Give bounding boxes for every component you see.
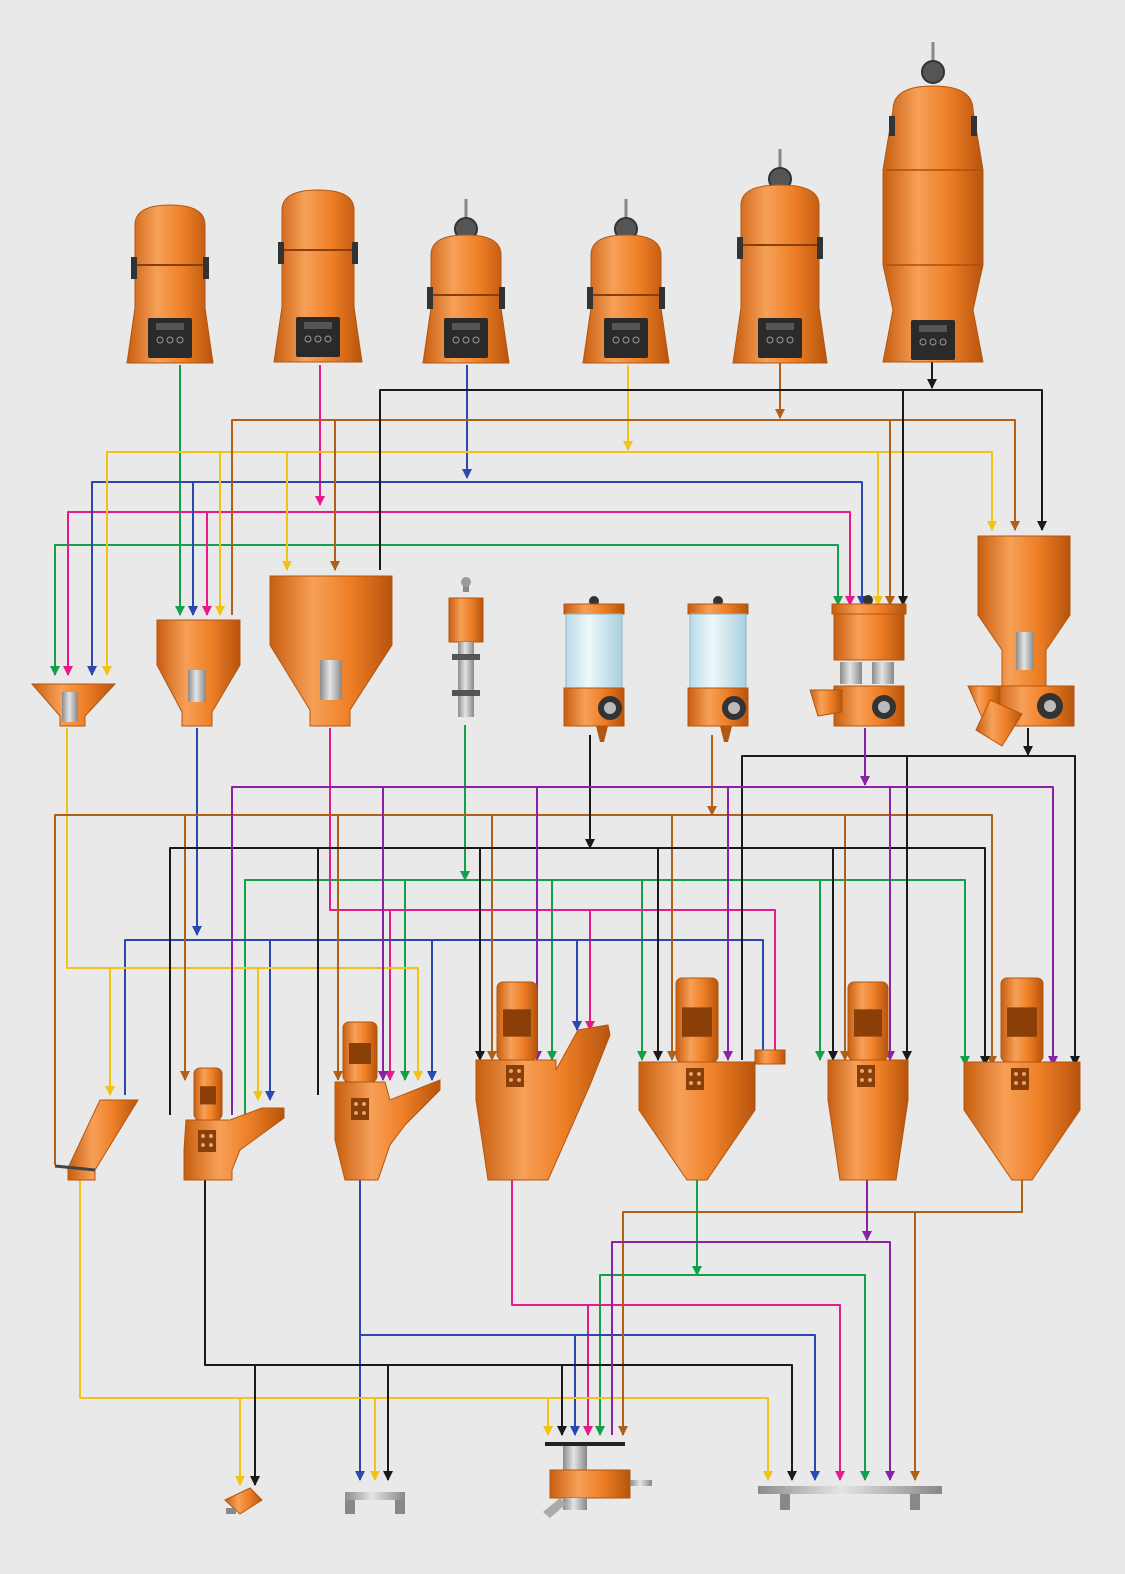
vacuum-loader-3 <box>422 199 510 364</box>
sight-glass-icon <box>62 692 78 722</box>
hopper-icon <box>833 613 905 661</box>
large-blender-2 <box>963 977 1081 1181</box>
green-line <box>50 365 970 1481</box>
dual-dosing-unit <box>809 595 907 727</box>
yellow-line <box>66 365 997 1486</box>
large-blender-1 <box>638 977 786 1181</box>
cyclone-blender-icon <box>963 1061 1081 1181</box>
split-manifold <box>345 1492 405 1514</box>
black-line <box>169 362 1080 1486</box>
sight-glass-icon <box>565 613 623 689</box>
sight-glass-icon <box>320 660 342 700</box>
brown-line <box>54 360 1023 1481</box>
control-panel-icon <box>1011 1068 1029 1090</box>
hopper-3 <box>269 575 393 727</box>
discharge-valve <box>224 1487 263 1515</box>
purple-line <box>231 728 1058 1481</box>
inclined-receiver <box>54 1099 139 1181</box>
gravimetric-dosing-unit-1 <box>563 596 625 742</box>
cyclone-blender-icon <box>475 1024 611 1181</box>
small-blender-2 <box>334 1021 441 1181</box>
mid-equipment <box>30 535 1075 747</box>
blenders <box>54 977 1081 1181</box>
small-blender-1 <box>183 1067 285 1181</box>
central-valve-unit <box>543 1442 652 1518</box>
bottom-equipment <box>224 1442 942 1518</box>
blender-5 <box>827 981 909 1181</box>
hopper-icon <box>269 575 393 727</box>
distribution-manifold <box>758 1486 942 1510</box>
blender-3 <box>475 981 611 1181</box>
sight-glass-icon <box>689 613 747 689</box>
magenta-line <box>63 365 855 1481</box>
cyclone-blender-icon <box>334 1079 441 1181</box>
cyclone-blender-icon <box>183 1107 285 1181</box>
control-panel-icon <box>857 1065 875 1087</box>
manifold-icon <box>758 1486 942 1494</box>
vacuum-loader-icon <box>882 85 984 363</box>
control-panel-icon <box>686 1068 704 1090</box>
vacuum-loaders <box>126 42 984 364</box>
sight-glass-icon <box>188 670 206 702</box>
metering-valve <box>448 577 484 717</box>
control-panel-icon <box>506 1065 524 1087</box>
control-panel-icon <box>198 1130 216 1152</box>
valve-icon <box>921 60 945 84</box>
manifold-icon <box>345 1492 405 1500</box>
cyclone-blender-icon <box>827 1059 909 1181</box>
vacuum-loader-6 <box>882 42 984 363</box>
large-dosing-unit <box>967 535 1075 747</box>
vacuum-loader-icon <box>732 184 828 364</box>
hopper-2 <box>156 619 241 727</box>
vacuum-loader-5 <box>732 149 828 364</box>
vacuum-loader-2 <box>273 189 363 363</box>
gravimetric-dosing-unit-2 <box>687 596 749 742</box>
dosing-unit-icon <box>448 597 484 643</box>
valve-icon <box>549 1469 631 1499</box>
vacuum-loader-4 <box>582 199 670 364</box>
control-panel-icon <box>351 1098 369 1120</box>
small-hopper-receiver <box>30 683 117 727</box>
vacuum-loader-1 <box>126 204 214 364</box>
blue-line <box>87 365 867 1481</box>
conveying-lines <box>50 360 1080 1486</box>
